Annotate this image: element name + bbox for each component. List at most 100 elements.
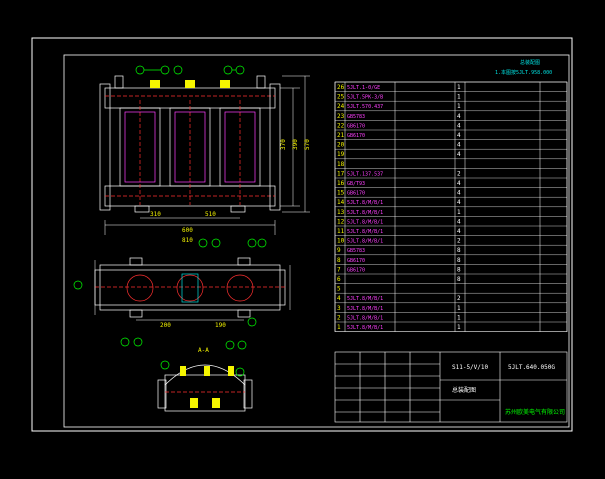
bom-row-no: 18 [337,161,345,168]
inner-border [63,54,570,428]
bom-row-no: 20 [337,142,345,149]
bom-row-no: 16 [337,180,345,187]
bom-row-no: 2 [337,314,341,321]
front-dimensions [104,75,310,235]
bom-row-code: 5JLT.8/M/B/1 [347,210,383,216]
bom-row-code: 5JLT.8/M/B/1 [347,315,383,321]
plan-dimensions [94,260,291,321]
bom-row-no: 23 [337,113,345,120]
bom-row-qty: 1 [457,324,461,331]
dim-front-right-1: 370 [280,139,287,150]
header-line-1: 总装配图 [520,59,540,66]
bom-row-qty: 2 [457,295,461,302]
dim-plan-bottom-1: 200 [160,322,171,329]
bom-row-no: 7 [337,266,341,273]
bom-row-qty: 4 [457,113,461,120]
outer-border [31,37,573,432]
bom-row-qty: 4 [457,228,461,235]
section-label: A-A [198,347,209,354]
bom-row-no: 17 [337,170,345,177]
header-line-2: 1.本图按5JLT.958.000 [495,69,552,76]
bom-row-qty: 8 [457,276,461,283]
bom-row-code: 5JLT.8/M/B/1 [347,219,383,225]
bom-row-qty: 1 [457,103,461,110]
bom-row-qty: 4 [457,180,461,187]
title-block [334,351,568,423]
bom-row-qty: 1 [457,305,461,312]
bom-row-code: GB6170 [347,133,365,139]
bom-row-no: 8 [337,257,341,264]
bom-row-no: 12 [337,218,345,225]
dim-plan-bottom-2: 190 [215,322,226,329]
bom-row-no: 1 [337,324,341,331]
bom-row-qty: 1 [457,84,461,91]
bom-row-no: 13 [337,209,345,216]
bom-row-code: 5JLT.8/M/B/1 [347,296,383,302]
drawing-name: 总装配图 [452,386,476,394]
bom-row-qty: 4 [457,151,461,158]
bom-row-no: 26 [337,84,345,91]
product-model: S11-5/V/10 [452,364,489,371]
bom-row-code: 5JLT.8/M/B/1 [347,229,383,235]
bom-row-code: 5JLT.5PK-3/B [347,95,383,101]
bom-row-qty: 1 [457,209,461,216]
section-balloons [160,340,247,377]
bom-row-no: 21 [337,132,345,139]
bom-row-qty: 4 [457,122,461,129]
dim-front-mid: 510 [205,211,216,218]
dim-front-right-2: 390 [292,139,299,150]
bom-row-code: 5JLT.1-0/GE [347,85,380,91]
bom-row-code: GB6170 [347,123,365,129]
bom-row-no: 25 [337,94,345,101]
plan-view [94,257,286,318]
bom-row-code: GB6170 [347,258,365,264]
bom-row-qty: 1 [457,314,461,321]
bom-row-no: 10 [337,238,345,245]
plan-balloons [73,280,257,347]
bom-row-qty: 8 [457,247,461,254]
bom-row-code: 5JLT.570.437 [347,104,383,110]
bom-row-qty: 4 [457,142,461,149]
bom-row-qty: 1 [457,94,461,101]
bom-row-qty: 8 [457,257,461,264]
bom-row-no: 11 [337,228,345,235]
bom-row-qty: 4 [457,199,461,206]
bom-row-no: 9 [337,247,341,254]
dim-front-right-3: 570 [304,139,311,150]
section-view [157,364,253,412]
bom-row-no: 14 [337,199,345,206]
bom-row-no: 24 [337,103,345,110]
bom-row-qty: 2 [457,170,461,177]
dim-front-left: 310 [150,211,161,218]
bom-row-qty: 2 [457,238,461,245]
bom-row-no: 15 [337,190,345,197]
bom-row-qty: 8 [457,266,461,273]
bom-row-qty: 4 [457,190,461,197]
bom-row-code: GB6170 [347,191,365,197]
bom-row-code: GB5783 [347,114,365,120]
front-balloons [135,65,267,248]
bom-row-code: 5JLT.137.537 [347,171,383,177]
bom-row-code: 5JLT.8/M/B/1 [347,325,383,331]
bom-row-no: 5 [337,286,341,293]
bom-row-no: 22 [337,122,345,129]
bom-row-no: 4 [337,295,341,302]
company-name: 苏州欧美电气有限公司 [505,408,565,416]
bom-row-code: 5JLT.8/M/B/1 [347,200,383,206]
bom-row-code: GB/T93 [347,181,365,187]
bom-row-code: 5JLT.8/M/B/1 [347,306,383,312]
dim-front-bottom-2: 810 [182,237,193,244]
front-view [99,75,281,213]
bom-row-no: 6 [337,276,341,283]
bom-row-no: 19 [337,151,345,158]
bom-row-qty: 4 [457,132,461,139]
dim-front-bottom-1: 600 [182,227,193,234]
bom-row-no: 3 [337,305,341,312]
bom-row-qty: 4 [457,218,461,225]
drawing-number: 5JLT.640.050G [508,364,555,371]
bom-row-code: GB5783 [347,248,365,254]
bom-row-code: 5JLT.8/M/B/1 [347,239,383,245]
bom-row-code: GB6170 [347,267,365,273]
